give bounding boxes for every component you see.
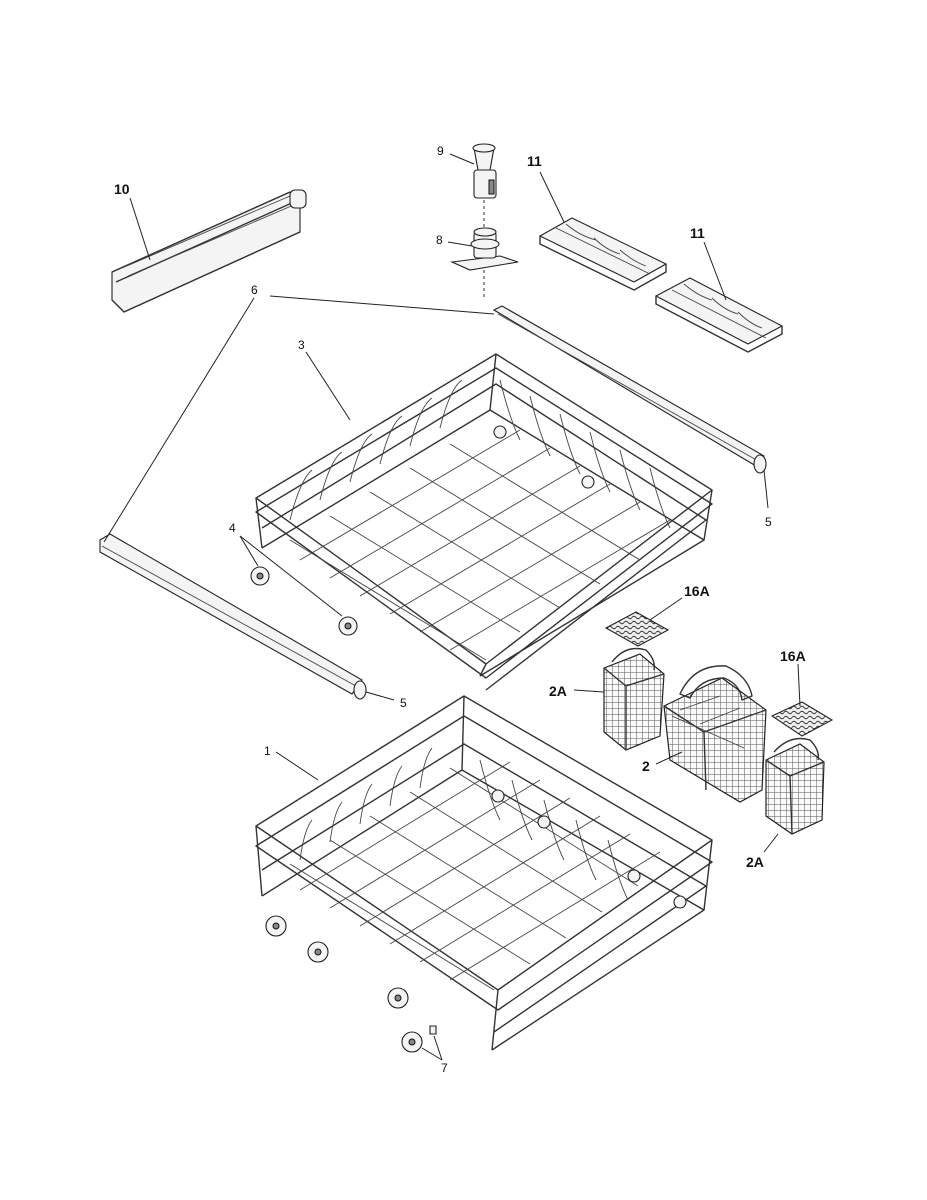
leader-5a bbox=[763, 469, 769, 509]
part-9-coupling bbox=[449, 143, 497, 230]
leader-9 bbox=[449, 153, 475, 165]
part-3-upper-rack bbox=[255, 351, 713, 691]
callout-9: 9 bbox=[437, 144, 444, 158]
part-11-shelf-insert-top bbox=[538, 171, 668, 291]
leader-5b bbox=[365, 691, 395, 701]
callout-2: 2 bbox=[642, 758, 650, 774]
callout-11-top: 11 bbox=[527, 153, 542, 169]
callout-7: 7 bbox=[441, 1061, 448, 1075]
callout-5-top: 5 bbox=[765, 515, 772, 529]
leader-3 bbox=[305, 351, 351, 421]
leader-11a bbox=[539, 171, 565, 223]
callout-3: 3 bbox=[298, 338, 305, 352]
callout-5-bottom: 5 bbox=[400, 696, 407, 710]
part-16a-lid-right bbox=[770, 663, 834, 737]
leader-16a-2 bbox=[797, 663, 801, 707]
leader-2a-2 bbox=[763, 833, 779, 853]
callout-16a-top: 16A bbox=[684, 583, 710, 599]
leader-7b bbox=[433, 1035, 443, 1061]
part-4-rollers bbox=[239, 535, 358, 636]
part-10-utensil-basket bbox=[111, 189, 307, 313]
callout-6: 6 bbox=[251, 283, 258, 297]
callout-4: 4 bbox=[229, 521, 236, 535]
leader-2a-1 bbox=[573, 689, 605, 693]
leader-16a-1 bbox=[649, 597, 683, 621]
part-6-rail-top bbox=[492, 305, 767, 474]
callout-16a-right: 16A bbox=[780, 648, 806, 664]
lower-rack-wheels bbox=[265, 915, 409, 1009]
leader-2 bbox=[655, 751, 683, 765]
leader-11b bbox=[703, 241, 727, 301]
part-11-shelf-insert-bottom bbox=[654, 241, 784, 353]
part-2-cutlery-basket bbox=[655, 665, 767, 803]
part-7-wheel-screw bbox=[401, 1025, 443, 1061]
callout-10: 10 bbox=[114, 181, 130, 197]
leader-4b bbox=[239, 535, 343, 617]
part-2a-small-basket-right bbox=[763, 737, 825, 853]
part-1-lower-rack bbox=[255, 695, 713, 1051]
callout-11-bottom: 11 bbox=[690, 225, 705, 241]
leader-7a bbox=[421, 1047, 443, 1061]
callout-2a-right: 2A bbox=[746, 854, 764, 870]
part-16a-lid-top bbox=[604, 597, 683, 647]
leader-1 bbox=[275, 751, 319, 781]
part-8-bracket bbox=[447, 227, 519, 300]
callout-1: 1 bbox=[264, 744, 271, 758]
leaders-6 bbox=[103, 295, 495, 543]
leader-8 bbox=[447, 241, 473, 247]
part-2a-small-basket-left bbox=[573, 647, 665, 751]
leader-4a bbox=[239, 535, 259, 567]
leader-10 bbox=[129, 197, 151, 261]
part-6-rail-bottom bbox=[99, 533, 367, 700]
callout-8: 8 bbox=[436, 233, 443, 247]
callout-2a-left: 2A bbox=[549, 683, 567, 699]
